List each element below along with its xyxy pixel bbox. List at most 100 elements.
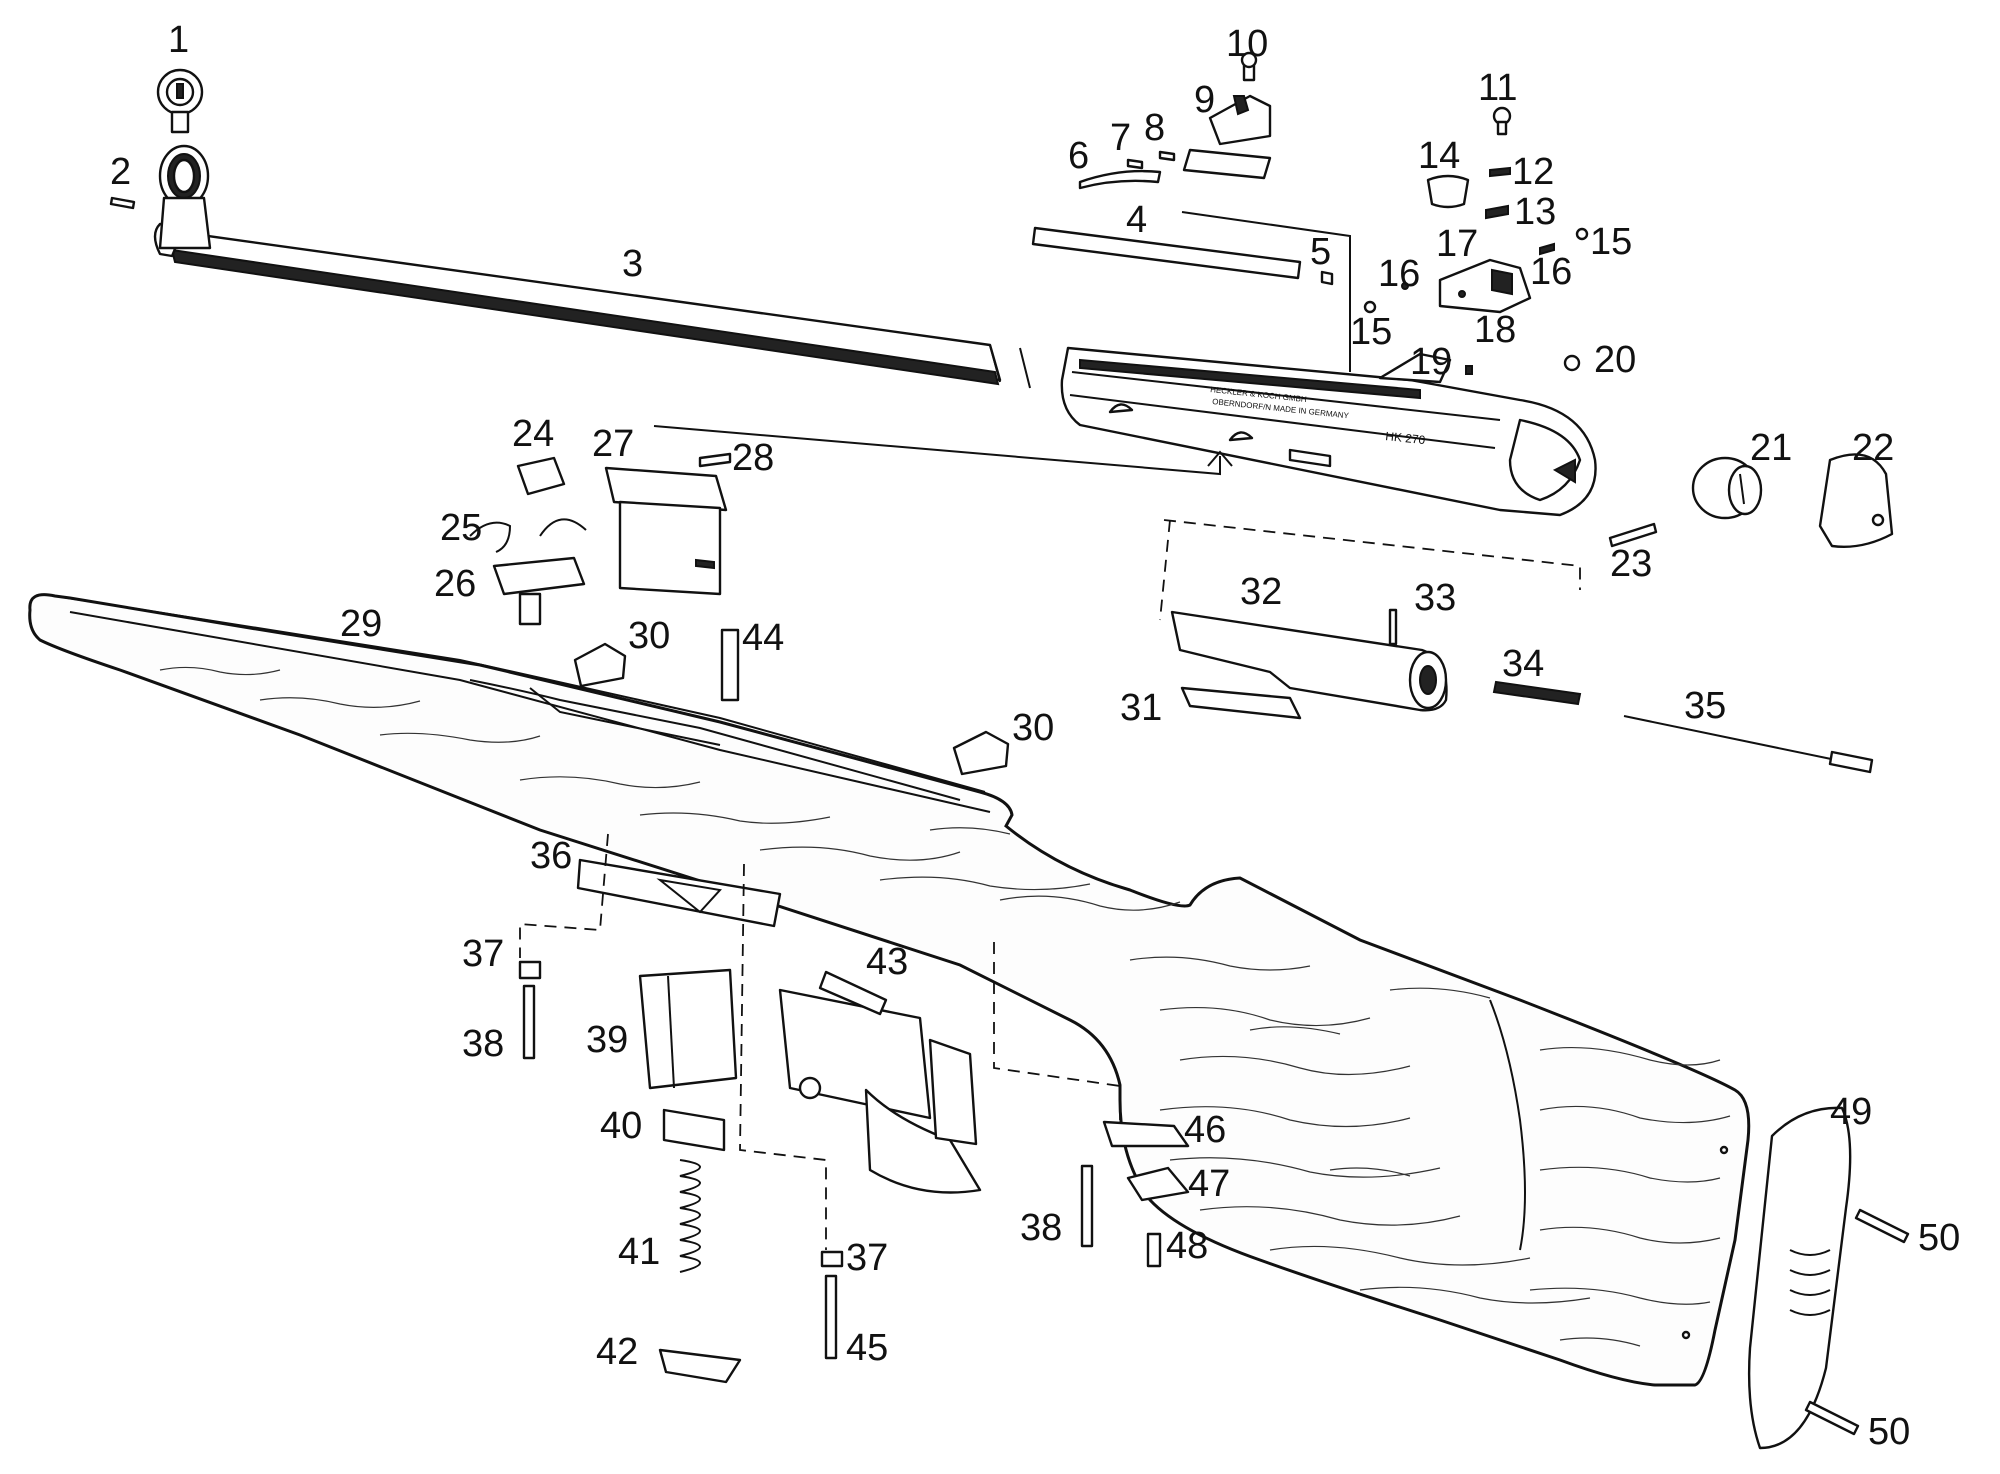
magazine-floorplate (658, 1348, 742, 1384)
label-39: 39 (586, 1019, 628, 1061)
label-40: 40 (600, 1105, 642, 1147)
wood-grain (159, 666, 1731, 1347)
label-32: 32 (1240, 571, 1282, 613)
escutcheon-insert (1126, 1166, 1190, 1202)
label-7: 7 (1110, 117, 1131, 159)
sight-leaf-spring (1078, 169, 1162, 190)
buttplate-screw-top (1854, 1208, 1910, 1244)
label-33: 33 (1414, 577, 1456, 619)
detachable-magazine (638, 968, 738, 1090)
scope-rail (1031, 226, 1302, 280)
barrel (153, 222, 1031, 389)
sight-spring-small (1158, 150, 1176, 162)
magazine-latch (516, 456, 566, 496)
rear-bolt (1080, 1164, 1094, 1248)
bolt-head (1691, 456, 1763, 520)
label-29: 29 (340, 603, 382, 645)
buttplate-screw-bottom (1804, 1400, 1860, 1436)
latch-spring (469, 521, 512, 553)
trigger-group (778, 970, 982, 1194)
label-16b: 16 (1530, 251, 1572, 293)
label-30b: 30 (1012, 707, 1054, 749)
label-41: 41 (618, 1231, 660, 1273)
recoil-spring (1492, 680, 1582, 706)
sight-pin-small (1126, 158, 1144, 170)
safety-parts (1363, 106, 1589, 375)
label-1: 1 (168, 19, 189, 61)
magazine-spring (679, 1159, 701, 1273)
label-11: 11 (1478, 67, 1517, 109)
label-15b: 15 (1590, 221, 1632, 263)
receiver-engraving-model: HK 270 (1385, 429, 1427, 447)
buttplate (1747, 1106, 1852, 1450)
label-17: 17 (1436, 223, 1478, 265)
label-12: 12 (1512, 151, 1554, 193)
label-21: 21 (1750, 427, 1792, 469)
label-22: 22 (1852, 427, 1894, 469)
label-4: 4 (1126, 199, 1147, 241)
stock-escutcheon-front (573, 642, 627, 688)
label-30a: 30 (628, 615, 670, 657)
bolt-guide (1180, 686, 1302, 720)
label-49: 49 (1830, 1091, 1872, 1133)
label-16a: 16 (1378, 253, 1420, 295)
label-48: 48 (1166, 1225, 1208, 1267)
label-25: 25 (440, 507, 482, 549)
label-5: 5 (1310, 231, 1331, 273)
cross-pin (1608, 522, 1658, 548)
label-28: 28 (732, 437, 774, 479)
label-43: 43 (866, 941, 908, 983)
label-50b: 50 (1868, 1411, 1910, 1453)
receiver: HECKLER & KOCH GMBH OBERNDORF/N MADE IN … (1060, 346, 1597, 517)
label-50a: 50 (1918, 1217, 1960, 1259)
label-31: 31 (1120, 687, 1162, 729)
label-26: 26 (434, 563, 476, 605)
sight-pin (109, 196, 136, 210)
label-14: 14 (1418, 135, 1460, 177)
firing-pin (1623, 715, 1874, 774)
well-pin (698, 452, 732, 468)
label-46: 46 (1184, 1109, 1226, 1151)
label-36: 36 (530, 835, 572, 877)
label-9: 9 (1194, 79, 1215, 121)
label-37a: 37 (462, 933, 504, 975)
magazine-follower (662, 1108, 726, 1152)
magazine-well (604, 466, 728, 596)
rear-sight-assembly (1182, 51, 1272, 180)
label-2: 2 (110, 151, 131, 193)
label-23: 23 (1610, 543, 1652, 585)
label-35: 35 (1684, 685, 1726, 727)
label-38a: 38 (462, 1023, 504, 1065)
label-47: 47 (1188, 1163, 1230, 1205)
label-24: 24 (512, 413, 554, 455)
leader-lines (519, 211, 1581, 1250)
trigger-guard-plate (576, 858, 782, 928)
label-18: 18 (1474, 309, 1516, 351)
label-37b: 37 (846, 1237, 888, 1279)
guard-screw (824, 1274, 838, 1360)
label-34: 34 (1502, 643, 1544, 685)
nut-right (820, 1250, 844, 1268)
rear-escutcheon (1102, 1120, 1190, 1148)
front-sight-hood (156, 68, 204, 134)
stock-escutcheon-rear (952, 730, 1010, 776)
label-38b: 38 (1020, 1207, 1062, 1249)
label-44: 44 (742, 617, 784, 659)
label-3: 3 (622, 243, 643, 285)
nut-left (518, 960, 542, 980)
latch-spring-b (539, 518, 587, 537)
label-42: 42 (596, 1331, 638, 1373)
part-labels: 1 2 3 4 5 6 7 8 9 10 11 12 13 14 15 15 1… (110, 19, 1960, 1453)
label-45: 45 (846, 1327, 888, 1369)
bolt-left (522, 984, 536, 1060)
rail-screw (1320, 270, 1334, 286)
end-cap (1818, 453, 1894, 548)
label-19: 19 (1410, 341, 1452, 383)
takedown-pin (720, 628, 740, 702)
label-13: 13 (1514, 191, 1556, 233)
rear-screw-short (1146, 1232, 1162, 1268)
label-10: 10 (1226, 23, 1268, 65)
front-sight-base (158, 144, 212, 250)
label-20: 20 (1594, 339, 1636, 381)
